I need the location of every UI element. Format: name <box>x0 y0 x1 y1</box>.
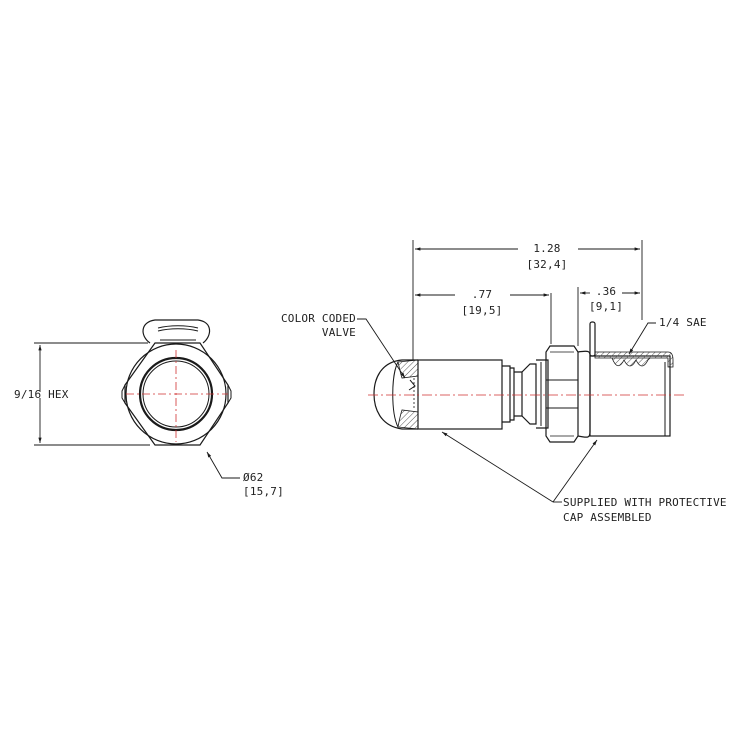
thread-type-label: 1/4 SAE <box>659 316 707 329</box>
thread-length-metric-label: [9,1] <box>588 300 624 313</box>
diameter-leader <box>206 451 240 479</box>
body-length-metric-label: [19,5] <box>461 304 503 317</box>
diameter-metric-label: [15,7] <box>243 485 284 498</box>
diameter-label: Ø62 <box>243 471 264 484</box>
end-view <box>121 319 232 446</box>
thread-length-label: .36 <box>595 285 617 298</box>
hex-dimension <box>34 342 150 446</box>
overall-length-metric-label: [32,4] <box>526 258 568 271</box>
end-view-centerlines <box>126 350 228 442</box>
cap-note-line2: CAP ASSEMBLED <box>563 511 652 524</box>
body-length-label: .77 <box>471 288 493 301</box>
valve-label-line2: VALVE <box>321 326 356 339</box>
side-dimensions <box>357 240 656 503</box>
cap-note-line1: SUPPLIED WITH PROTECTIVE <box>563 496 727 509</box>
overall-length-label: 1.28 <box>533 242 561 255</box>
hex-size-label: 9/16 HEX <box>14 388 69 401</box>
valve-label-line1: COLOR CODED <box>280 312 356 325</box>
side-view <box>373 321 674 443</box>
